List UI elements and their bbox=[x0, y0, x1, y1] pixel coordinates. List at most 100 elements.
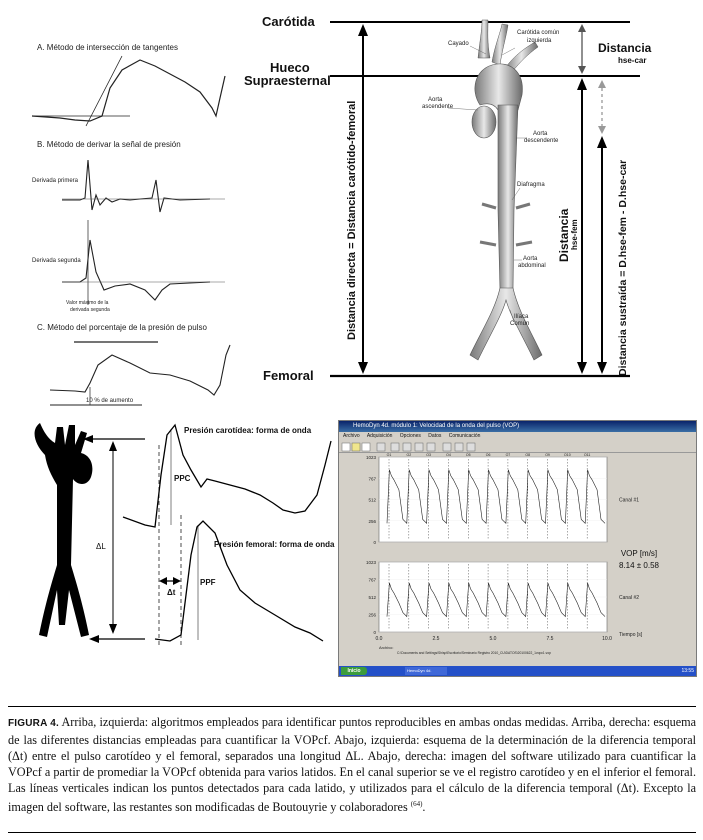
method-a-title: A. Método de intersección de tangentes bbox=[37, 43, 178, 52]
cayado-label: Cayado bbox=[448, 41, 469, 47]
y-tick: 256 bbox=[368, 613, 376, 618]
x-tick: 5.0 bbox=[490, 636, 497, 642]
y-tick: 767 bbox=[368, 578, 376, 583]
presion-femoral-label: Presión femoral: forma de onda bbox=[214, 540, 335, 549]
iliaca-label-1: Ilíaca bbox=[514, 314, 529, 320]
derivative-one-plot bbox=[62, 159, 225, 213]
carotida-comun-label-2: izquierda bbox=[527, 38, 552, 44]
start-button[interactable]: Inicio bbox=[341, 667, 367, 675]
aorta-desc-label-2: descendente bbox=[524, 138, 559, 144]
x-tick: 7.5 bbox=[547, 636, 554, 642]
carotida-label: Carótida bbox=[262, 14, 315, 29]
valor-max-label-1: Valor máximo de la bbox=[66, 300, 109, 306]
presion-carotidea-label: Presión carotídea: forma de onda bbox=[184, 426, 312, 435]
dist-sustraida-label: Distancia sustraída = D.hse-fem - D.hse-… bbox=[617, 159, 629, 376]
dist-hse-car-label-1: Distancia bbox=[598, 41, 652, 55]
aorta-diagram bbox=[330, 19, 640, 378]
canal-2-label: Canal #2 bbox=[619, 595, 639, 601]
beat-label: O7 bbox=[506, 453, 511, 457]
valor-max-label-2: derivada segunda bbox=[70, 307, 110, 313]
aorta-asc-label-1: Aorta bbox=[428, 97, 443, 103]
menu-adquisicion[interactable]: Adquisición bbox=[366, 433, 393, 439]
beat-label: O2 bbox=[406, 453, 411, 457]
x-tick: 10.0 bbox=[602, 636, 612, 642]
taskbar: Inicio HemoDyn 4d. Módulo... 13:55 bbox=[339, 666, 696, 676]
window-title: HemoDyn 4d. módulo 1: Velocidad de la on… bbox=[339, 421, 696, 432]
delta-l-label: ΔL bbox=[96, 542, 106, 551]
dist-directa-label: Distancia directa = Distancia carótido-f… bbox=[346, 100, 358, 340]
caption-ref: (64) bbox=[410, 800, 423, 808]
delta-t-label: Δt bbox=[167, 588, 176, 597]
beat-label: O5 bbox=[466, 453, 471, 457]
y-tick: 1023 bbox=[366, 455, 377, 460]
archivo-label: Archivo: bbox=[379, 645, 393, 650]
ppc-label: PPC bbox=[174, 474, 191, 483]
method-c-title: C. Método del porcentaje de la presión d… bbox=[37, 323, 207, 332]
beat-label: O10 bbox=[564, 453, 571, 457]
vop-value: 8.14 ± 0.58 bbox=[619, 561, 660, 570]
canal-2-panel: 1023 767 512 256 0 Canal #2 bbox=[366, 560, 639, 635]
menu-datos[interactable]: Datos bbox=[428, 433, 442, 439]
beat-label: O1 bbox=[387, 453, 392, 457]
caption-text: Arriba, izquierda: algoritmos empleados … bbox=[8, 715, 696, 815]
diafragma-label: Diafragma bbox=[517, 182, 545, 188]
archivo-path: C:\Documents and Settings\Shisp\Escritor… bbox=[397, 651, 551, 655]
menu-archivo[interactable]: Archivo bbox=[343, 433, 360, 439]
aorta-asc-label-2: ascendente bbox=[422, 104, 454, 110]
tiempo-label: Tiempo [s] bbox=[619, 632, 643, 638]
wave-schematic bbox=[34, 423, 332, 647]
caption-label: FIGURA 4. bbox=[8, 718, 59, 729]
method-a-plot bbox=[31, 55, 226, 127]
dist-hse-fem-label-1: Distancia bbox=[557, 208, 571, 262]
y-tick: 512 bbox=[368, 498, 376, 503]
carotida-comun-label-1: Carótida común bbox=[517, 30, 560, 36]
dist-hse-fem-label-2: hse-fem bbox=[570, 219, 579, 250]
beat-label: O9 bbox=[545, 453, 550, 457]
x-axis: 0.0 2.5 5.0 7.5 10.0 Tiempo [s] bbox=[376, 632, 643, 642]
caption-rule-top bbox=[8, 706, 696, 707]
menu-opciones[interactable]: Opciones bbox=[399, 433, 421, 439]
caption-end: . bbox=[422, 800, 426, 815]
caption-rule-bottom bbox=[8, 832, 696, 833]
method-c-plot bbox=[49, 341, 231, 406]
y-tick: 1023 bbox=[366, 560, 377, 565]
y-tick: 767 bbox=[368, 476, 376, 481]
aorta-abd-label-1: Aorta bbox=[523, 256, 538, 262]
y-tick: 0 bbox=[373, 540, 376, 545]
x-tick: 2.5 bbox=[433, 636, 440, 642]
derivada-segunda-label: Derivada segunda bbox=[32, 258, 81, 264]
figure-caption: FIGURA 4. Arriba, izquierda: algoritmos … bbox=[8, 714, 696, 815]
femoral-label: Femoral bbox=[263, 368, 314, 383]
iliaca-label-2: Común bbox=[510, 321, 530, 327]
aumento-label: 10 % de aumento bbox=[86, 398, 134, 404]
software-window: HemoDyn 4d. módulo 1: Velocidad de la on… bbox=[338, 420, 697, 677]
y-tick: 0 bbox=[373, 630, 376, 635]
vop-label: VOP [m/s] bbox=[621, 549, 657, 558]
taskbar-item[interactable]: HemoDyn 4d. Módulo... bbox=[405, 667, 447, 675]
y-tick: 512 bbox=[368, 595, 376, 600]
clock: 13:55 bbox=[681, 668, 694, 674]
menu-bar: Archivo Adquisición Opciones Datos Comun… bbox=[339, 432, 696, 440]
canal-1-signal bbox=[386, 469, 606, 525]
toolbar bbox=[339, 440, 696, 453]
x-tick: 0.0 bbox=[376, 636, 383, 642]
aorta-abd-label-2: abdominal bbox=[518, 263, 546, 269]
aorta-desc-label-1: Aorta bbox=[533, 131, 548, 137]
ppf-label: PPF bbox=[200, 578, 216, 587]
beat-label: O6 bbox=[486, 453, 491, 457]
derivada-primera-label: Derivada primera bbox=[32, 178, 79, 184]
beat-label: O8 bbox=[525, 453, 530, 457]
beat-label: O11 bbox=[584, 453, 590, 457]
canal-1-label: Canal #1 bbox=[619, 498, 639, 504]
method-b-title: B. Método de derivar la señal de presión bbox=[37, 140, 181, 149]
toolbar-icons[interactable] bbox=[339, 441, 479, 453]
beat-label: O3 bbox=[426, 453, 431, 457]
hueco-label-1: Hueco bbox=[270, 60, 310, 75]
menu-comunicacion[interactable]: Comunicación bbox=[448, 433, 481, 439]
y-tick: 256 bbox=[368, 519, 376, 524]
derivative-two-plot bbox=[62, 220, 225, 305]
canal-2-signal bbox=[386, 582, 606, 618]
hueco-label-2: Supraesternal bbox=[244, 73, 331, 88]
